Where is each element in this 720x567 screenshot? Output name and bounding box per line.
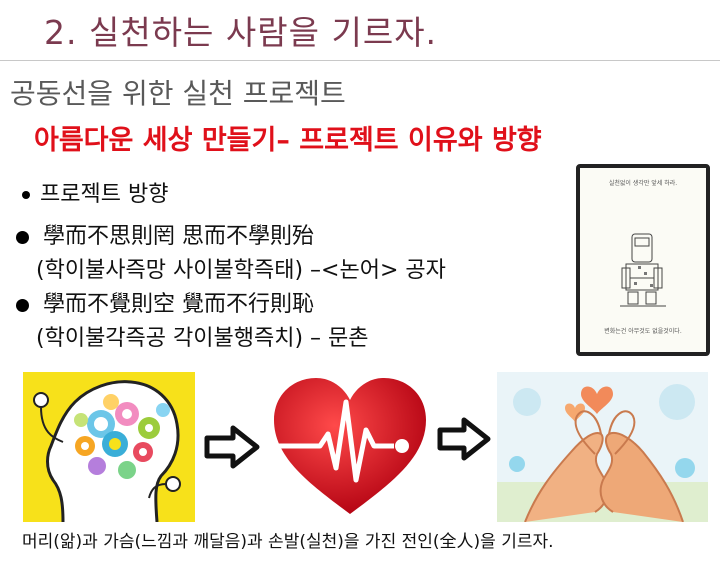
heart-hands-icon xyxy=(497,372,708,522)
heart-image xyxy=(270,372,430,522)
caption: 머리(앎)과 가슴(느낌과 깨달음)과 손발(실천)을 가진 전인(全人)을 기… xyxy=(22,532,554,552)
analects-reading: (학이불사즉망 사이불학즉태) –<논어> 공자 xyxy=(36,258,446,283)
book-cover-bottom-text: 변화는건 아무것도 없을것이다. xyxy=(604,328,682,335)
outline-arrow-right-icon xyxy=(437,417,491,461)
title-divider xyxy=(0,60,720,61)
analects-hanja: 學而不思則罔 思而不學則殆 xyxy=(43,224,314,249)
bullet-muncheon: 學而不覺則空 覺而不行則恥 xyxy=(16,286,314,318)
hands-image xyxy=(497,372,708,522)
bullet-direction-text: 프로젝트 방향 xyxy=(40,182,169,207)
bullet-dot-icon xyxy=(16,230,29,244)
slide-title: 2. 실천하는 사람을 기르자. xyxy=(44,13,438,52)
book-illustration-icon xyxy=(620,233,666,307)
brain-head-icon xyxy=(23,372,195,522)
book-cover-top-text: 실천없이 생각만 앞세 하라. xyxy=(608,180,678,187)
bullet-dot-icon xyxy=(16,298,29,312)
heartbeat-heart-icon xyxy=(274,378,426,514)
subtitle: 공동선을 위한 실천 프로젝트 xyxy=(10,77,346,110)
book-cover-image: 실천없이 생각만 앞세 하라. 변화는건 아무것도 없을것이다. xyxy=(576,164,710,356)
head-image xyxy=(23,372,195,522)
project-subtitle: 아름다운 세상 만들기– 프로젝트 이유와 방향 xyxy=(34,125,542,156)
muncheon-hanja: 學而不覺則空 覺而不行則恥 xyxy=(43,292,314,317)
bullet-analects: 學而不思則罔 思而不學則殆 xyxy=(16,218,314,250)
outline-arrow-right-icon xyxy=(204,425,260,469)
bullet-dot-icon xyxy=(22,191,30,199)
bullet-direction: 프로젝트 방향 xyxy=(16,176,168,208)
muncheon-reading: (학이불각즉공 각이불행즉치) – 문촌 xyxy=(36,326,369,351)
